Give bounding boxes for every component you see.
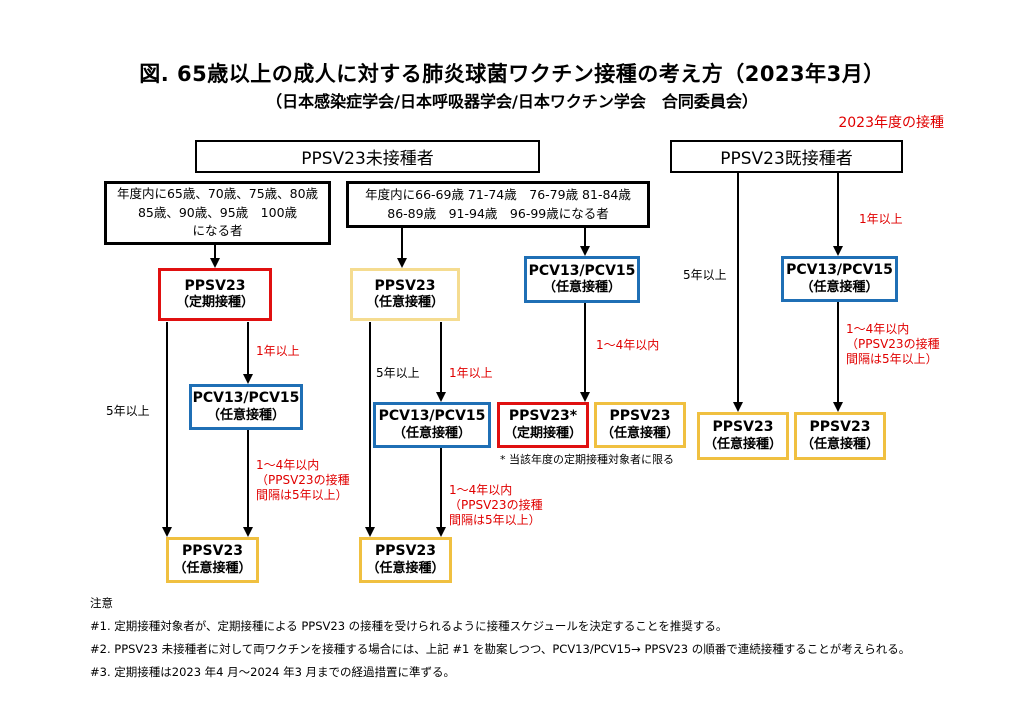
label-5y-col4: 5年以上: [683, 268, 727, 282]
ppsv23-optional-box-col2-bottom: PPSV23 （任意接種）: [359, 537, 452, 583]
group-header-unvaccinated: PPSV23未接種者: [195, 140, 540, 173]
fiscal-year-note: 2023年度の接種: [838, 115, 944, 131]
label-1y-col1: 1年以上: [256, 344, 300, 358]
note-3: #3. 定期接種は2023 年4 月～2024 年3 月までの経過措置に準ずる。: [90, 665, 456, 679]
label-1y-col2: 1年以上: [449, 366, 493, 380]
label-1-4y-col3: 1～4年以内: [596, 338, 660, 352]
ppsv23-star-routine-box: PPSV23* （定期接種）: [497, 402, 589, 448]
label-5y-col1: 5年以上: [106, 404, 150, 418]
condition-box-ages-a: 年度内に65歳、70歳、75歳、80歳 85歳、90歳、95歳 100歳 になる…: [104, 181, 331, 245]
pcv-optional-box-col1: PCV13/PCV15 （任意接種）: [189, 384, 303, 430]
label-interval-col4: 1～4年以内 （PPSV23の接種 間隔は5年以上）: [846, 322, 940, 366]
label-interval-col1: 1～4年以内 （PPSV23の接種 間隔は5年以上）: [256, 458, 350, 502]
page-title: 図. 65歳以上の成人に対する肺炎球菌ワクチン接種の考え方（2023年3月）: [139, 62, 885, 86]
condition-box-ages-b: 年度内に66-69歳 71-74歳 76-79歳 81-84歳 86-89歳 9…: [346, 181, 650, 228]
label-1y-col4: 1年以上: [859, 212, 903, 226]
label-interval-col2: 1～4年以内 （PPSV23の接種 間隔は5年以上）: [449, 483, 543, 527]
ppsv23-optional-box-col1: PPSV23 （任意接種）: [166, 537, 259, 583]
pcv-optional-box-col2: PCV13/PCV15 （任意接種）: [373, 402, 491, 448]
label-5y-col2: 5年以上: [376, 366, 420, 380]
ppsv23-optional-box-col2: PPSV23 （任意接種）: [350, 268, 460, 321]
footnote-star: * 当該年度の定期接種対象者に限る: [500, 453, 674, 466]
ppsv23-optional-box-col3: PPSV23 （任意接種）: [594, 402, 686, 448]
pcv-optional-box-col4: PCV13/PCV15 （任意接種）: [781, 256, 898, 302]
notes-heading: 注意: [90, 596, 113, 610]
page-subtitle: （日本感染症学会/日本呼吸器学会/日本ワクチン学会 合同委員会）: [266, 92, 758, 111]
note-1: #1. 定期接種対象者が、定期接種による PPSV23 の接種を受けられるように…: [90, 619, 728, 633]
pcv-optional-box-col3: PCV13/PCV15 （任意接種）: [524, 256, 640, 303]
ppsv23-optional-box-col4-right: PPSV23 （任意接種）: [794, 412, 886, 460]
ppsv23-optional-box-col4-left: PPSV23 （任意接種）: [697, 412, 789, 460]
note-2: #2. PPSV23 未接種者に対して両ワクチンを接種する場合には、上記 #1 …: [90, 642, 911, 656]
group-header-vaccinated: PPSV23既接種者: [670, 140, 903, 173]
ppsv23-routine-box: PPSV23 （定期接種）: [158, 268, 272, 321]
